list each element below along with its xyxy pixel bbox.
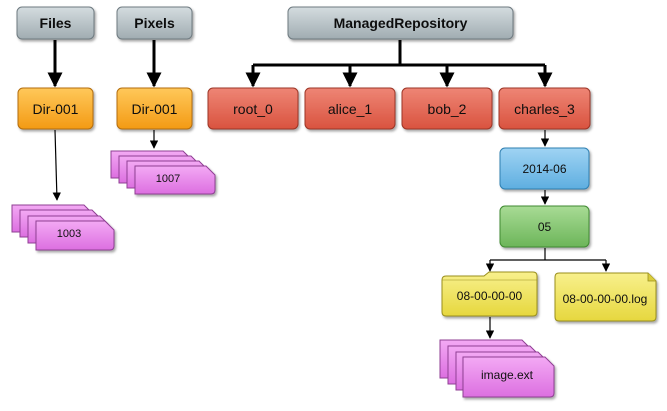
node-user-root[interactable]: root_0 (207, 87, 299, 130)
connectors (47, 40, 611, 339)
stack-1007[interactable]: 1007 (110, 150, 216, 195)
node-user-charles-label: charles_3 (514, 101, 575, 117)
stack-1003[interactable]: 1003 (11, 204, 115, 251)
node-files[interactable]: Files (16, 6, 95, 40)
node-time-folder-label: 08-00-00-00 (457, 289, 523, 303)
edge-repo-users (253, 40, 545, 67)
stack-image-ext[interactable]: image.ext (439, 339, 555, 398)
edge-dir-1003 (52, 129, 61, 201)
node-pixels-dir[interactable]: Dir-001 (116, 87, 193, 130)
node-pixels-label: Pixels (134, 15, 175, 31)
node-user-root-label: root_0 (233, 101, 273, 117)
node-year-month-label: 2014-06 (522, 162, 566, 176)
node-files-label: Files (40, 15, 72, 31)
node-managed-repository[interactable]: ManagedRepository (287, 6, 514, 40)
stack-1007-label: 1007 (156, 173, 180, 185)
node-pixels-dir-label: Dir-001 (132, 101, 178, 117)
node-user-bob[interactable]: bob_2 (401, 87, 493, 130)
stack-1003-label: 1003 (57, 228, 81, 240)
node-files-dir[interactable]: Dir-001 (17, 87, 94, 130)
node-day-label: 05 (538, 220, 552, 234)
node-log-file[interactable]: 08-00-00-00.log (554, 272, 657, 322)
node-year-month[interactable]: 2014-06 (499, 147, 590, 190)
node-day[interactable]: 05 (499, 205, 590, 248)
node-log-file-label: 08-00-00-00.log (563, 292, 648, 306)
node-pixels[interactable]: Pixels (116, 6, 193, 40)
stack-image-ext-label: image.ext (481, 368, 534, 382)
node-files-dir-label: Dir-001 (33, 101, 79, 117)
node-time-folder[interactable]: 08-00-00-00 (441, 271, 538, 317)
node-managed-repository-label: ManagedRepository (334, 15, 468, 31)
node-user-charles[interactable]: charles_3 (498, 87, 591, 130)
edge-day-split (490, 248, 606, 261)
node-user-bob-label: bob_2 (428, 101, 467, 117)
node-user-alice-label: alice_1 (328, 101, 373, 117)
node-user-alice[interactable]: alice_1 (304, 87, 396, 130)
